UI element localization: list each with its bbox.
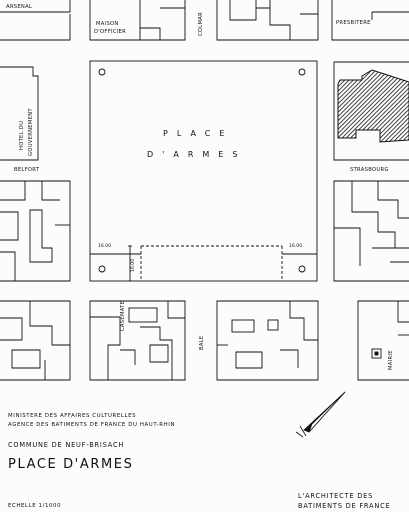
hatched-building xyxy=(337,69,409,143)
architect-line-1: L'ARCHITECTE DES xyxy=(298,492,374,500)
dimension-vertical: 16.00 xyxy=(131,258,136,272)
north-arrow xyxy=(295,391,346,438)
place-line-1: PLACE xyxy=(163,129,234,138)
commune: COMMUNE DE NEUF-BRISACH xyxy=(8,441,125,449)
drawing-title: PLACE D'ARMES xyxy=(8,457,134,472)
block-maison-officier xyxy=(89,0,186,41)
dimension-right: 16.00 xyxy=(289,244,303,249)
dimension-left: 16.00 xyxy=(98,244,112,249)
label-colmar: COLMAR xyxy=(198,11,204,36)
label-arsenal: ARSENAL xyxy=(6,4,33,10)
block-belfort-south xyxy=(0,180,71,282)
block-mairie xyxy=(357,300,409,381)
label-belfort: BELFORT xyxy=(14,167,40,173)
label-casemate: CASEMATE xyxy=(120,300,126,331)
scale: ECHELLE 1/1000 xyxy=(8,503,62,509)
block-bale xyxy=(216,300,319,381)
architect-line-2: BATIMENTS DE FRANCE xyxy=(298,502,391,510)
ministry: MINISTERE DES AFFAIRES CULTURELLES xyxy=(8,413,137,419)
label-mairie: MAIRIE xyxy=(388,350,394,370)
place-line-2: D'ARMES xyxy=(147,150,247,159)
label-hotel: HOTEL DU xyxy=(19,120,25,150)
label-presbitere: PRESBITERE xyxy=(336,20,371,26)
label-officier: D'OFFICIER xyxy=(94,29,127,35)
block-bottom-left xyxy=(0,300,71,381)
label-bale: BALE xyxy=(199,335,205,350)
label-maison: MAISON xyxy=(96,21,119,27)
block-casemate xyxy=(89,300,186,381)
place-d-armes xyxy=(89,60,318,282)
label-gouvernement: GOUVERNEMENT xyxy=(28,108,34,156)
block-strasbourg-south xyxy=(333,180,409,282)
block-arsenal xyxy=(0,0,71,41)
label-strasbourg: STRASBOURG xyxy=(350,167,389,173)
block-colmar-east xyxy=(216,0,319,41)
agency: AGENCE DES BATIMENTS DE FRANCE DU HAUT-R… xyxy=(8,422,176,428)
block-hotel-gouvernement xyxy=(0,66,39,161)
block-strasbourg xyxy=(333,61,409,161)
block-presbitere xyxy=(331,0,409,41)
